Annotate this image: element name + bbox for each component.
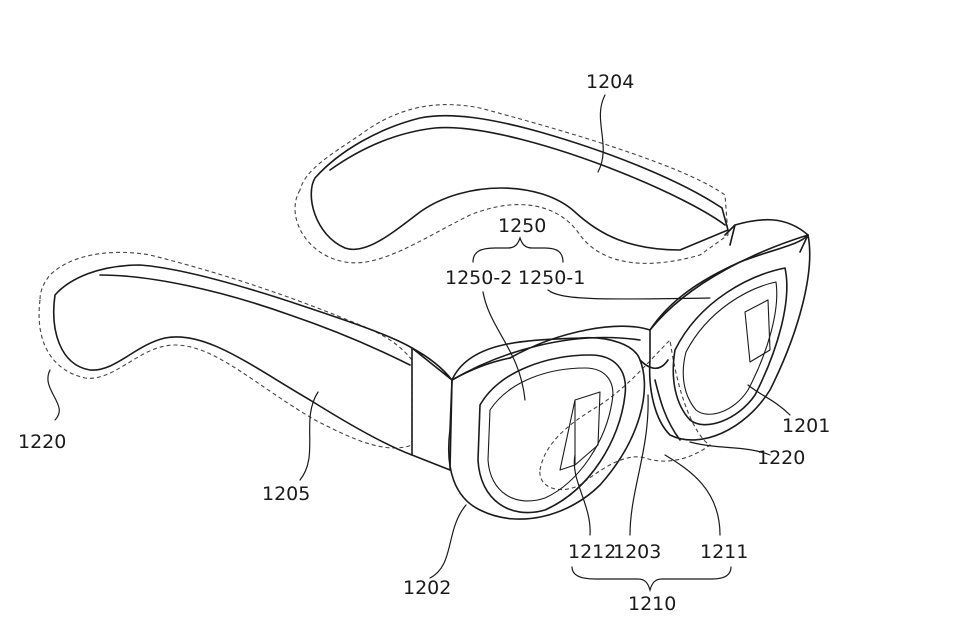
far-lens-inner bbox=[682, 281, 778, 415]
label-1202: 1202 bbox=[403, 577, 451, 599]
brace-1250 bbox=[472, 236, 564, 263]
near-lens-inner bbox=[487, 367, 614, 502]
near-lens-outer bbox=[477, 354, 627, 514]
label-1220-right: 1220 bbox=[757, 447, 805, 469]
leader-1205 bbox=[299, 391, 319, 481]
label-1220-left: 1220 bbox=[18, 431, 66, 453]
far-lens-outer bbox=[672, 267, 788, 426]
label-1205: 1205 bbox=[262, 483, 310, 505]
label-1211: 1211 bbox=[700, 541, 748, 563]
label-1250-1: 1250-1 bbox=[518, 267, 585, 289]
near-lens-display bbox=[559, 391, 601, 471]
dashed-outline-near-temple bbox=[38, 251, 413, 449]
label-1250-2: 1250-2 bbox=[445, 267, 512, 289]
leader-1250-1 bbox=[547, 289, 711, 300]
leader-1212 bbox=[573, 454, 591, 536]
far-temple bbox=[310, 114, 729, 251]
frame-top-bar bbox=[451, 234, 809, 381]
brace-1210 bbox=[571, 566, 732, 593]
leader-1204 bbox=[597, 94, 606, 173]
dashed-outline-far-temple bbox=[294, 104, 729, 264]
label-1204: 1204 bbox=[586, 71, 634, 93]
label-1250: 1250 bbox=[498, 215, 546, 237]
leader-1250-2 bbox=[482, 291, 526, 401]
far-frame-rim bbox=[648, 234, 811, 441]
leader-1201 bbox=[747, 384, 791, 416]
label-1210: 1210 bbox=[628, 593, 676, 615]
far-hinge bbox=[724, 218, 809, 253]
label-1212: 1212 bbox=[568, 541, 616, 563]
leader-1220-left bbox=[47, 369, 60, 421]
leader-1202 bbox=[429, 504, 467, 579]
near-temple bbox=[52, 264, 413, 456]
label-1203: 1203 bbox=[613, 541, 661, 563]
far-lens-display bbox=[744, 299, 771, 363]
leader-1220-right bbox=[689, 441, 771, 456]
dashed-outline-bridge bbox=[539, 338, 712, 490]
bridge bbox=[639, 359, 681, 441]
near-frame-rim bbox=[448, 336, 646, 520]
leader-1203 bbox=[629, 394, 649, 536]
label-1201: 1201 bbox=[782, 415, 830, 437]
leader-1211 bbox=[664, 454, 721, 536]
